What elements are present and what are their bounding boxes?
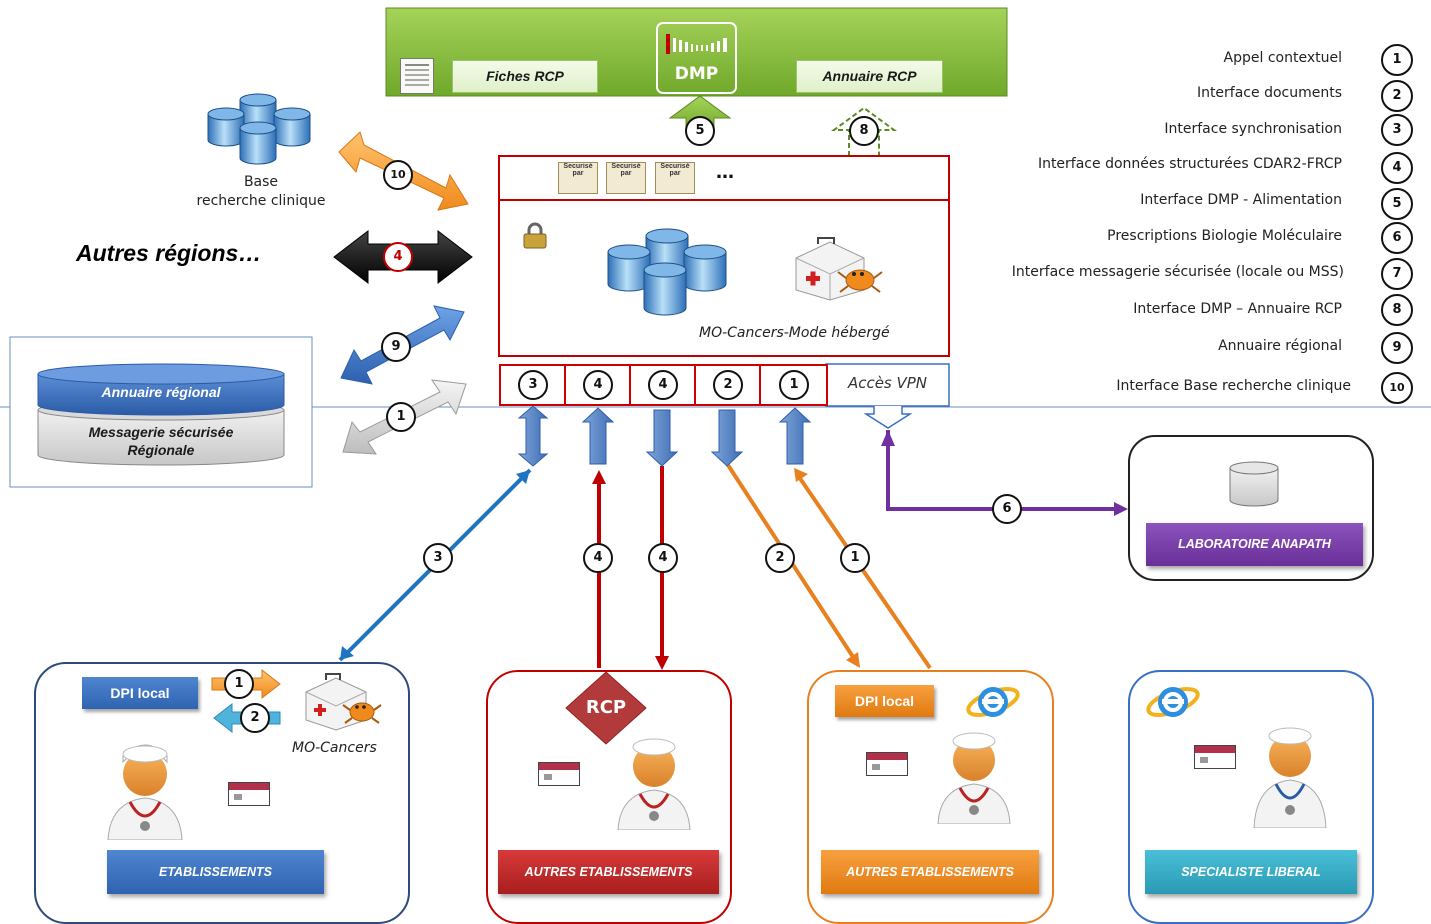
legend-num-1: 1 [1381, 44, 1413, 76]
port-arrow-4-down [645, 409, 679, 467]
fiches-rcp-button[interactable]: Fiches RCP [452, 60, 598, 93]
port-number-4b: 4 [648, 370, 678, 400]
doctor-icon [617, 738, 691, 830]
site-rcp [486, 670, 732, 924]
legend-num-8: 8 [1381, 294, 1413, 326]
legend-label-3: Interface synchronisation [1164, 121, 1342, 137]
line-number-4a: 4 [583, 543, 613, 573]
dpi-local-autres[interactable]: DPI local [835, 685, 934, 717]
database-icon [607, 228, 727, 316]
legend-num-4: 4 [1381, 152, 1413, 184]
port-arrow-2 [710, 409, 744, 467]
vpn-arrow [863, 406, 913, 429]
arrow-number-8: 8 [849, 116, 879, 146]
legend-label-7: Interface messagerie sécurisée (locale o… [1011, 264, 1344, 280]
port-number-2: 2 [713, 370, 743, 400]
medical-kit-icon [305, 673, 382, 731]
mo-cancers-heberge-label: MO-Cancers-Mode hébergé [699, 325, 890, 341]
doctor-icon [937, 732, 1011, 824]
doctor-icon [107, 744, 183, 840]
bar-autres-etablissements-rcp[interactable]: AUTRES ETABLISSEMENTS [498, 850, 719, 894]
arrow-number-10: 10 [383, 160, 413, 190]
base-recherche-label-2: recherche clinique [196, 193, 326, 209]
annuaire-regional-label: Annuaire régional [101, 384, 221, 400]
legend-label-8: Interface DMP – Annuaire RCP [1133, 301, 1342, 317]
smart-card-icon [866, 752, 908, 776]
dmp-logo[interactable]: DMP [674, 64, 719, 84]
messagerie-label-1: Messagerie sécurisée [88, 424, 234, 440]
base-recherche-label-1: Base [243, 174, 279, 190]
smart-card-icon [538, 762, 580, 786]
arrow-number-9: 9 [381, 332, 411, 362]
dpi-local-etab[interactable]: DPI local [82, 677, 198, 709]
port-number-4a: 4 [583, 370, 613, 400]
legend-label-2: Interface documents [1196, 85, 1342, 101]
port-number-1: 1 [779, 370, 809, 400]
legend-label-4: Interface données structurées CDAR2-FRCP [1037, 156, 1342, 172]
port-arrow-4-up [581, 407, 615, 465]
legend-num-2: 2 [1381, 80, 1413, 112]
rcp-badge-shape [565, 671, 647, 745]
line-6 [886, 430, 1122, 511]
port-arrow-1 [778, 407, 812, 465]
ie-browser-icon [1146, 687, 1200, 717]
legend-label-9: Annuaire régional [1218, 338, 1342, 354]
legend-num-10: 10 [1381, 372, 1413, 404]
annuaire-rcp-button[interactable]: Annuaire RCP [796, 60, 943, 93]
line-number-1: 1 [840, 543, 870, 573]
smart-card-icon [228, 782, 270, 806]
legend-num-3: 3 [1381, 114, 1413, 146]
securise-logo-icon: Securisé par [606, 162, 646, 194]
line-1 [795, 472, 932, 670]
arrow-number-7: 1 [386, 402, 416, 432]
bar-etablissements[interactable]: ETABLISSEMENTS [107, 850, 324, 894]
securise-logo-icon: Securisé par [558, 162, 598, 194]
medical-kit-icon [795, 237, 883, 301]
port-number-3: 3 [518, 370, 548, 400]
legend-num-6: 6 [1381, 222, 1413, 254]
ellipsis-label: … [716, 162, 734, 183]
site-etablissements [34, 662, 410, 924]
securise-logo-icon: Securisé par [655, 162, 695, 194]
legend-label-1: Appel contextuel [1223, 50, 1342, 66]
legend-label-5: Interface DMP - Alimentation [1140, 192, 1342, 208]
line-number-6: 6 [992, 494, 1022, 524]
legend-label-6: Prescriptions Biologie Moléculaire [1107, 228, 1342, 244]
database-icon [207, 93, 311, 165]
site-specialiste-liberal [1128, 670, 1374, 924]
legend-num-9: 9 [1381, 332, 1413, 364]
bar-specialiste-liberal[interactable]: SPECIALISTE LIBERAL [1145, 850, 1357, 894]
bar-autres-etablissements[interactable]: AUTRES ETABLISSEMENTS [821, 850, 1039, 894]
dpi-number-2: 2 [240, 703, 270, 733]
legend-num-7: 7 [1381, 258, 1413, 290]
document-icon [400, 58, 434, 94]
autres-regions-label: Autres régions… [76, 240, 262, 266]
acces-vpn-label[interactable]: Accès VPN [847, 374, 928, 392]
dpi-number-1: 1 [224, 669, 254, 699]
legend-num-5: 5 [1381, 188, 1413, 220]
site-autres-etablissements [807, 670, 1054, 924]
arrow-number-4-regions: 4 [383, 242, 413, 272]
port-arrow-3 [517, 405, 549, 467]
line-number-3: 3 [423, 543, 453, 573]
ie-browser-icon [966, 687, 1020, 717]
doctor-icon [1253, 727, 1327, 828]
rcp-badge: RCP [585, 697, 627, 718]
line-number-2: 2 [765, 543, 795, 573]
arrow-number-5: 5 [685, 116, 715, 146]
smart-card-icon [1194, 745, 1236, 769]
mo-cancers-label: MO-Cancers [292, 740, 377, 756]
laboratoire-anapath[interactable]: LABORATOIRE ANAPATH [1146, 523, 1363, 566]
dmp-logo-bars [666, 34, 727, 54]
messagerie-label-2: Régionale [127, 442, 195, 458]
line-number-4b: 4 [648, 543, 678, 573]
vpn-box [825, 363, 950, 407]
legend-label-10: Interface Base recherche clinique [1116, 378, 1351, 394]
lock-icon [523, 222, 547, 249]
